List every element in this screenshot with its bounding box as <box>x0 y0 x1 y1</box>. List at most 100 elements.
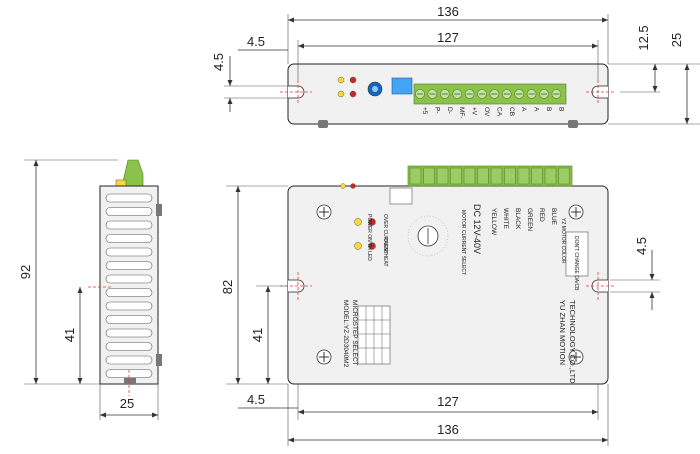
fin <box>105 207 153 216</box>
terminal-screw-icon <box>477 89 487 99</box>
terminal-screw-icon <box>415 89 425 99</box>
over-current-label: OVER CURRENT <box>382 214 388 254</box>
voltage-label: DC 12V-40V <box>472 204 482 254</box>
terminal-label: B <box>557 107 564 111</box>
side-dim-length: 92 <box>18 265 33 279</box>
screw-icon <box>316 349 332 365</box>
screw-icon <box>316 204 332 220</box>
side-dim-width: 25 <box>120 396 134 411</box>
screw-icon <box>568 204 584 220</box>
power-led-icon <box>354 242 362 250</box>
top-dim-overall-width: 136 <box>437 4 459 19</box>
led-icon <box>349 90 357 98</box>
fin <box>105 247 153 257</box>
fin <box>105 288 153 297</box>
front-dim-hole-offset: 41 <box>250 328 265 342</box>
wire-blue-label: BLUE <box>550 208 557 226</box>
terminal-label: A <box>520 107 527 112</box>
terminal-slot <box>504 167 516 185</box>
terminal-label: A <box>533 107 540 112</box>
terminal-slot <box>517 167 530 185</box>
wire-green-label: GREEN <box>526 208 533 231</box>
power-led-label: POWER ON TH LED <box>366 214 372 261</box>
fin <box>105 234 153 243</box>
top-dim-hole-height: 12.5 <box>636 25 651 50</box>
top-dim-height: 25 <box>669 33 684 47</box>
fin <box>105 342 153 351</box>
terminal-screw-icon <box>539 89 549 99</box>
dont-change-label: DON'T CHANGE DA/CB <box>573 236 579 291</box>
wire-red-label: RED <box>538 208 545 222</box>
terminal-label: CA <box>495 107 502 117</box>
top-dim-hole-spacing: 127 <box>437 30 459 45</box>
fin <box>105 315 153 324</box>
terminal-slot <box>423 167 435 185</box>
front-slot-right <box>591 279 608 293</box>
terminal-screw-icon <box>464 89 475 99</box>
fin <box>105 261 153 270</box>
fin <box>105 328 153 338</box>
terminal-slot <box>531 167 543 185</box>
led-icon <box>337 76 345 84</box>
side-view-body <box>99 185 159 385</box>
terminal-screw-icon <box>526 89 537 99</box>
fin <box>105 355 153 365</box>
top-dim-slot-height: 4.5 <box>211 53 226 71</box>
terminal-label: D- <box>446 107 453 114</box>
front-dim-length: 82 <box>220 280 235 294</box>
terminal-screw-icon <box>551 89 562 99</box>
fin <box>105 220 153 230</box>
terminal-slot <box>409 167 422 185</box>
motor-color-label: YZ MOTOR COLOR <box>560 218 566 264</box>
front-dim-right-offset: 4.5 <box>634 237 649 255</box>
model-label: MODEL:YZ-2D3040M2 <box>342 300 349 368</box>
front-terminal-block <box>407 165 573 187</box>
fin <box>105 301 153 311</box>
side-view: 92 41 25 <box>18 159 162 420</box>
over-heat-label: OVER HEAT <box>382 238 388 267</box>
terminal-slot <box>544 167 557 185</box>
heatsink-fins <box>105 193 153 378</box>
terminal-screw-icon <box>452 89 463 99</box>
screw-icon <box>568 349 584 365</box>
front-view: POWER ON TH LED OVER CURRENT OVER HEAT M… <box>220 165 660 446</box>
front-dim-hole-spacing: 127 <box>437 394 459 409</box>
terminal-label: P- <box>433 107 440 114</box>
over-heat-led-icon <box>368 242 376 250</box>
fin <box>105 274 153 284</box>
top-slot-right <box>591 85 608 99</box>
terminal-screw-icon <box>501 89 512 99</box>
over-current-led-icon <box>368 218 376 226</box>
led-icon <box>337 90 345 98</box>
terminal-slot <box>477 167 489 185</box>
company-line1: YU ZHAN MOTION <box>558 300 567 365</box>
terminal-label: +5 <box>421 107 428 115</box>
front-dim-overall-width: 136 <box>437 422 459 437</box>
power-led-icon <box>354 218 362 226</box>
terminal-slot <box>436 167 449 185</box>
fin <box>105 193 153 203</box>
microstep-label: MICROSTEP SELECT <box>351 300 358 366</box>
led-icon <box>349 76 357 84</box>
dip-switch-icon <box>391 77 413 95</box>
terminal-label: MF- <box>458 107 465 119</box>
terminal-slot <box>450 167 462 185</box>
company-line2: TECHNOLOGY CO.,LTD <box>568 300 577 384</box>
terminal-label: OV <box>483 107 490 117</box>
top-screw-left <box>318 120 328 128</box>
front-dim-edge-offset: 4.5 <box>247 392 265 407</box>
terminal-screw-icon <box>489 89 500 99</box>
terminal-screw-icon <box>514 89 525 99</box>
terminal-slot <box>490 167 503 185</box>
wire-black-label: BLACK <box>514 208 521 230</box>
current-select-label: MOTOR CURRENT SELECT <box>460 210 466 275</box>
top-screw-right <box>568 120 578 128</box>
terminal-slot <box>463 167 476 185</box>
terminal-label: B <box>545 107 552 111</box>
terminal-screw-icon <box>427 89 438 99</box>
top-dim-edge-offset: 4.5 <box>247 34 265 49</box>
terminal-label: CB <box>508 107 515 116</box>
wire-yellow-label: YELLOW <box>490 208 497 236</box>
